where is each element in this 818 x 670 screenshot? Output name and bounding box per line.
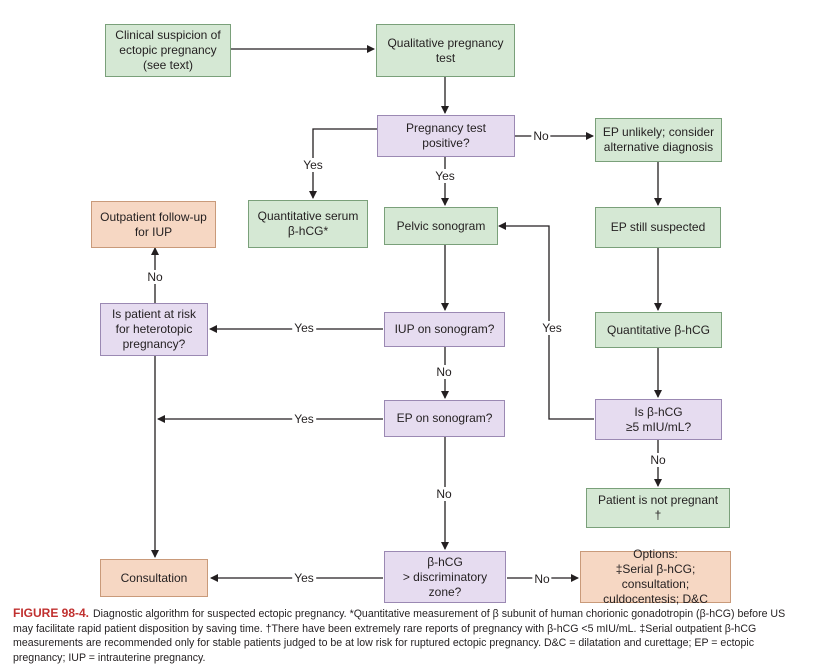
edge-label-yes-consultation-bottom: Yes: [292, 571, 316, 585]
edge-label-no-ep-on-sonogram: No: [434, 365, 454, 379]
node-consultation: Consultation: [100, 559, 208, 597]
edge-test-positive-to-quant-serum: [309, 128, 377, 199]
flowchart: Clinical suspicion of ectopic pregnancy …: [91, 24, 731, 606]
node-pelvic-sonogram: Pelvic sonogram: [384, 207, 498, 245]
node-options: Options: ‡Serial β-hCG; consultation; cu…: [580, 547, 731, 606]
node-ep-still-suspected: EP still suspected: [595, 207, 721, 248]
edge-label-no-ep-unlikely: No: [531, 129, 551, 143]
figure-caption-text: Diagnostic algorithm for suspected ectop…: [13, 608, 786, 664]
edge-label-no-not-pregnant: No: [648, 453, 668, 467]
node-clinical-suspicion: Clinical suspicion of ectopic pregnancy …: [105, 24, 231, 77]
edge-label-yes-pelvic: Yes: [433, 169, 457, 183]
node-not-pregnant: Patient is not pregnant †: [586, 488, 730, 528]
node-heterotopic-risk: Is patient at risk for heterotopic pregn…: [100, 303, 208, 356]
edge-label-yes-quant-serum: Yes: [301, 158, 325, 172]
edge-label-no-options: No: [532, 572, 552, 586]
node-qualitative-test: Qualitative pregnancy test: [376, 24, 515, 77]
node-ep-on-sonogram: EP on sonogram?: [384, 400, 505, 437]
node-quantitative-bhcg: Quantitative β-hCG: [595, 312, 722, 348]
edge-label-yes-heterotopic: Yes: [292, 321, 316, 335]
edge-label-no-outpatient: No: [145, 270, 165, 284]
node-iup-on-sonogram: IUP on sonogram?: [384, 312, 505, 347]
node-bhcg-ge5: Is β-hCG ≥5 mIU/mL?: [595, 399, 722, 440]
node-ep-unlikely: EP unlikely; consider alternative diagno…: [595, 118, 722, 162]
node-test-positive: Pregnancy test positive?: [377, 115, 515, 157]
node-bhcg-discriminatory: β-hCG > discriminatory zone?: [384, 551, 506, 603]
edge-label-no-discriminatory: No: [434, 487, 454, 501]
edge-label-yes-consultation-mid: Yes: [292, 412, 316, 426]
node-outpatient-followup: Outpatient follow-up for IUP: [91, 201, 216, 248]
edge-label-yes-retest: Yes: [540, 321, 564, 335]
figure-caption: FIGURE 98-4.Diagnostic algorithm for sus…: [13, 606, 808, 665]
figure-label: FIGURE 98-4.: [13, 606, 90, 620]
node-quant-serum: Quantitative serum β-hCG*: [248, 200, 368, 248]
cropped-header-text: – – – – – – – – – – – – – – – –: [430, 0, 818, 2]
